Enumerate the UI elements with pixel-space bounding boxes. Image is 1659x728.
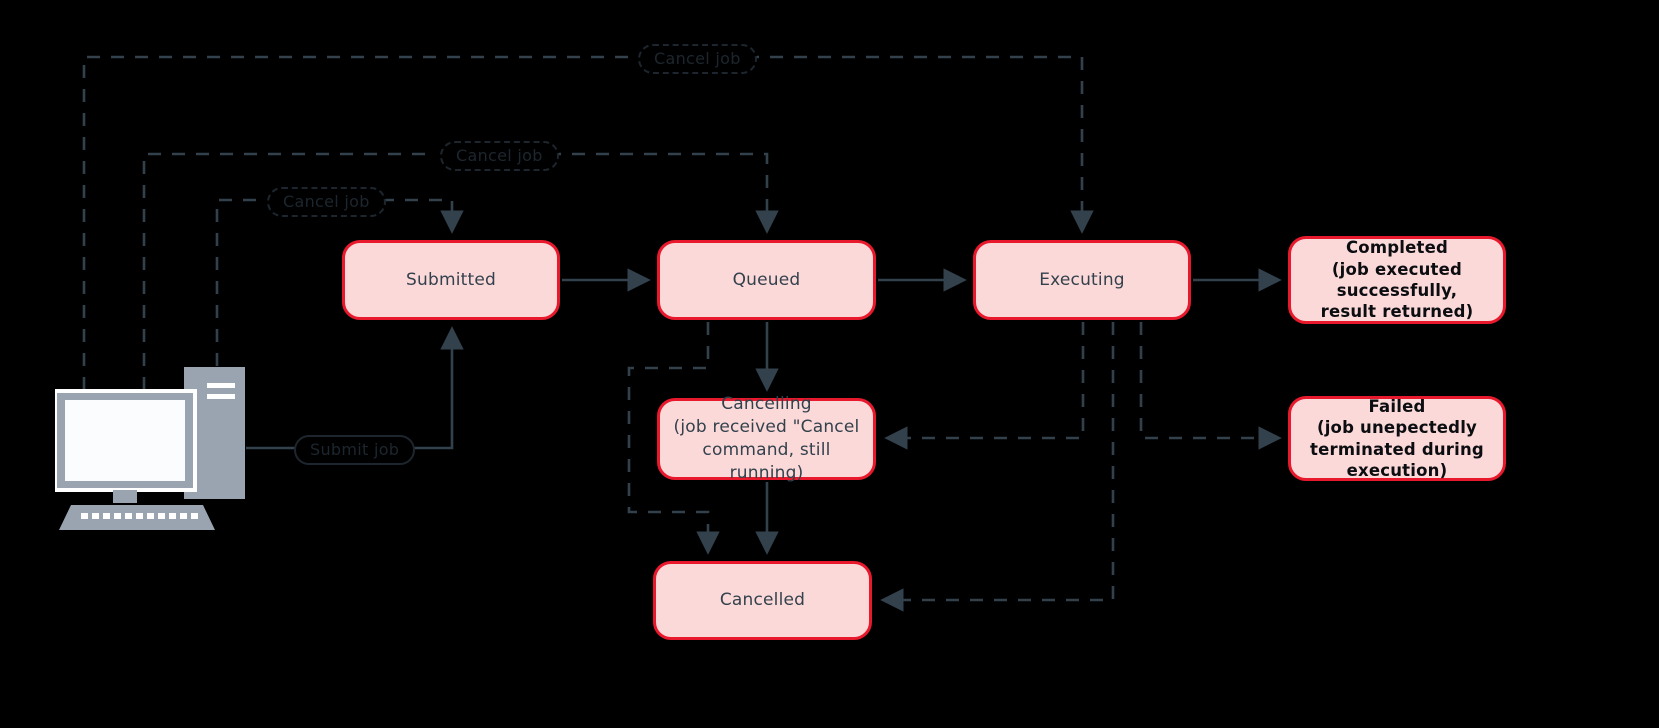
state-label-cancelling: Cancelling (job received "Cancel command… [673,394,860,483]
edge-executing-to-cancelling [884,322,1085,450]
state-node-completed[interactable]: Completed (job executed successfully, re… [1288,236,1506,324]
state-node-failed[interactable]: Failed (job unepectedly terminated durin… [1288,396,1506,481]
tower-slot-bottom [207,394,235,399]
edge-label-text: Cancel job [456,146,543,165]
edge-cancel-executing-right [746,55,1094,234]
state-label-cancelled: Cancelled [719,590,806,611]
computer-workstation-icon [53,367,245,530]
edge-label-cancel-job-lower: Cancel job [267,187,386,217]
monitor-stand-neck [113,490,137,503]
state-label-queued: Queued [732,269,801,290]
edge-cancel-queued-right [548,152,779,234]
state-node-submitted[interactable]: Submitted [342,240,560,320]
edge-label-text: Submit job [310,440,400,459]
edge-cancel-executing-left [82,55,632,390]
edge-label-text: Cancel job [654,49,741,68]
tower-slot-top [207,383,235,388]
state-node-cancelled[interactable]: Cancelled [653,561,872,640]
edge-executing-to-cancelled [880,322,1115,612]
edge-label-cancel-job-top: Cancel job [638,44,757,74]
state-node-executing[interactable]: Executing [973,240,1191,320]
edge-label-submit-job: Submit job [294,435,416,465]
state-label-submitted: Submitted [405,269,497,290]
state-node-queued[interactable]: Queued [657,240,876,320]
edge-label-text: Cancel job [283,192,370,211]
state-label-completed: Completed (job executed successfully, re… [1320,238,1474,322]
state-label-failed: Failed (job unepectedly terminated durin… [1310,396,1484,480]
state-label-executing: Executing [1039,269,1125,290]
state-node-cancelling[interactable]: Cancelling (job received "Cancel command… [657,394,876,483]
edge-cancel-submitted-left [215,198,261,390]
monitor-screen [65,400,185,481]
edge-submitjob-to-submitted [406,326,464,450]
edge-cancel-submitted-right [381,198,464,234]
edge-executing-to-failed [1139,322,1282,450]
edge-label-cancel-job-middle: Cancel job [440,141,559,171]
keyboard-keys [81,513,198,519]
